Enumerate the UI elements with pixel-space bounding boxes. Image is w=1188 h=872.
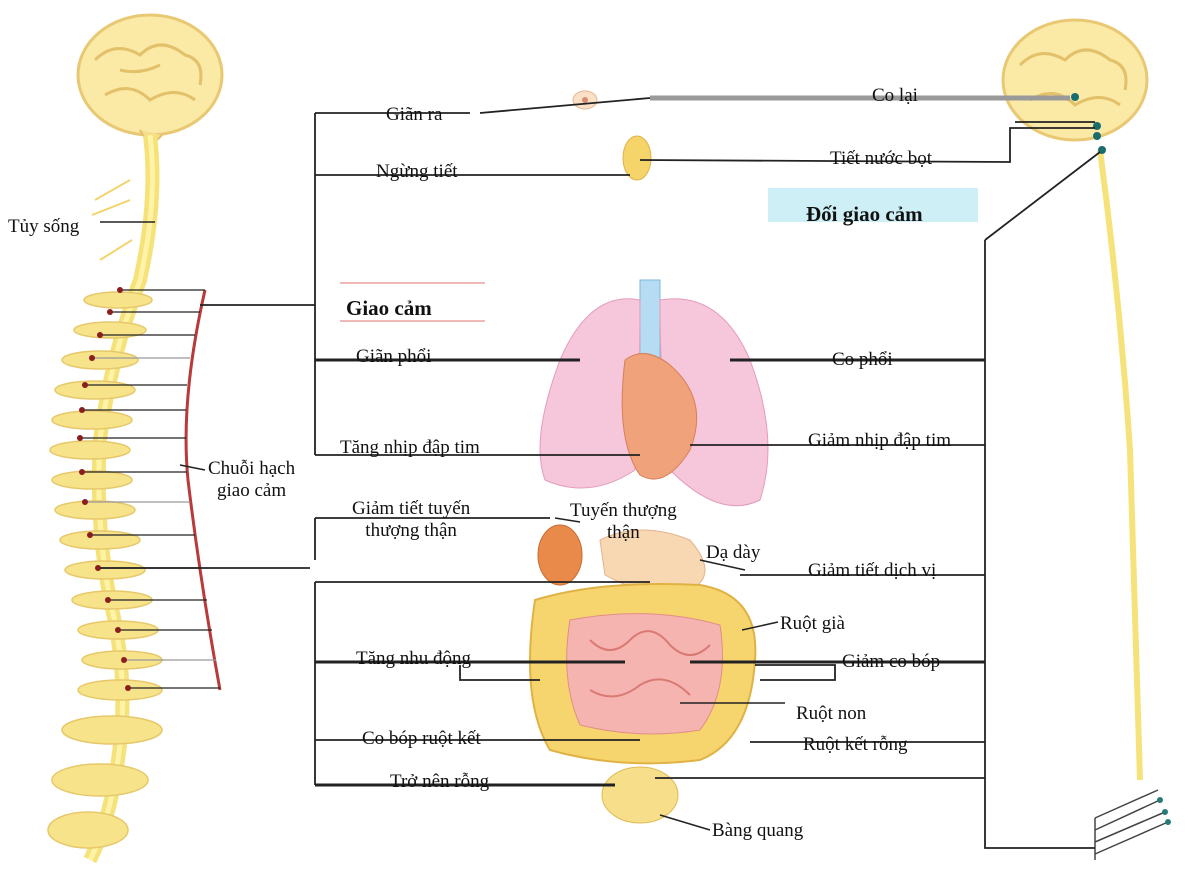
- label-reduce-contraction: Giảm co bóp: [842, 651, 940, 673]
- label-becomes-empty: Trở nên rỗng: [390, 771, 489, 793]
- label-salivate: Tiết nước bọt: [830, 148, 932, 170]
- label-sympathetic: Giao cảm: [346, 296, 432, 320]
- label-stomach: Dạ dày: [706, 542, 760, 564]
- label-lung-dilation: Giãn phổi: [356, 346, 431, 368]
- label-colon-contraction: Co bóp ruột kết: [362, 728, 481, 750]
- label-parasympathetic: Đối giao cảm: [806, 202, 923, 226]
- sacral-fibers: [1095, 790, 1171, 860]
- label-increase-peristalsis: Tăng nhu động: [356, 648, 471, 670]
- label-decrease-heart-rate: Giảm nhịp đập tim: [808, 430, 951, 452]
- label-large-intestine: Ruột già: [780, 613, 845, 635]
- label-small-intestine: Ruột non: [796, 703, 866, 725]
- label-dilate: Giãn ra: [386, 104, 442, 126]
- label-sympathetic-chain: Chuỗi hạch giao cảm: [208, 458, 295, 502]
- label-spinal-cord: Tủy sống: [8, 216, 79, 238]
- label-reduce-gastric-juice: Giảm tiết dịch vị: [808, 560, 936, 582]
- eye-shape: [573, 91, 597, 109]
- spinal-cord-illustration: [48, 135, 162, 860]
- label-lung-contraction: Co phổi: [832, 349, 893, 371]
- right-brain-illustration: [1003, 20, 1147, 780]
- label-empty-colon: Ruột kết rỗng: [803, 734, 908, 756]
- label-contract: Co lại: [872, 85, 918, 107]
- label-stop-secretion: Ngừng tiết: [376, 161, 458, 183]
- label-reduce-adrenal: Giảm tiết tuyến thượng thận: [352, 498, 470, 542]
- label-increase-heart-rate: Tăng nhịp đập tim: [340, 437, 480, 459]
- label-bladder: Bàng quang: [712, 820, 803, 842]
- label-adrenal-gland: Tuyến thượng thận: [570, 500, 677, 544]
- left-brain-illustration: [78, 15, 222, 141]
- organ-illustrations: [530, 91, 768, 823]
